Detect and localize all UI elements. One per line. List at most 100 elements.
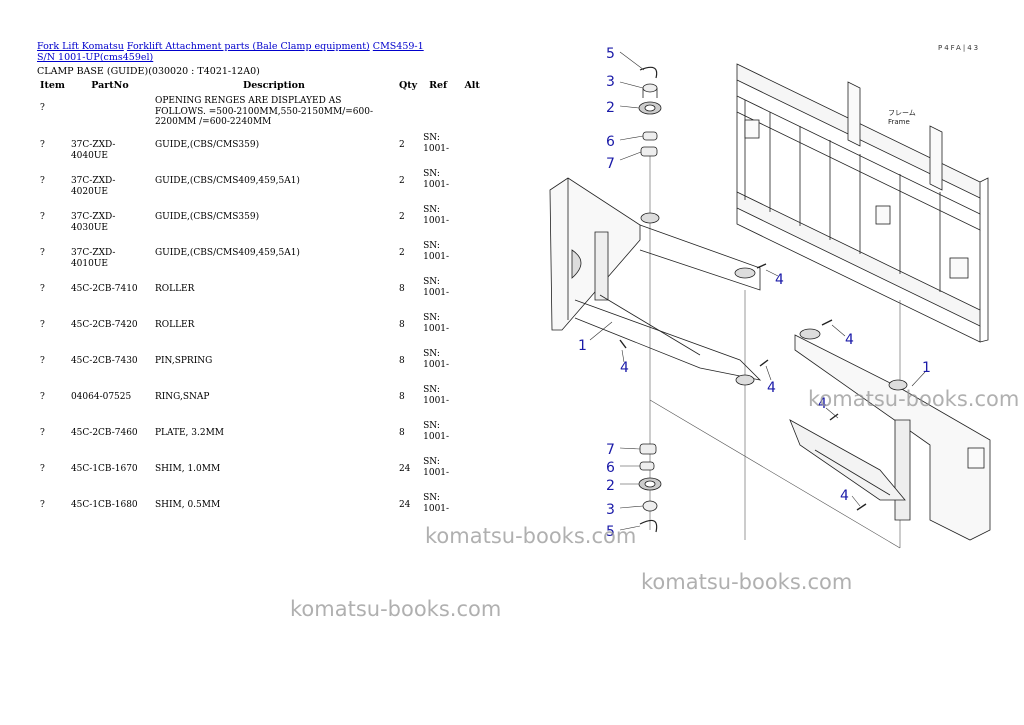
cell-partno	[68, 93, 152, 130]
table-row: ? 45C-1CB-1670 SHIM, 1.0MM 24 SN: 1001-	[37, 454, 488, 490]
frame-assembly	[736, 63, 989, 343]
cell-description: GUIDE,(CBS/CMS359)	[154, 140, 260, 150]
breadcrumb-link-attachment[interactable]: Forklift Attachment parts (Bale Clamp eq…	[126, 41, 370, 52]
cell-qty: 2	[398, 212, 405, 222]
cell-ref: SN: 1001-	[423, 205, 450, 226]
table-row: ? 45C-2CB-7420 ROLLER 8 SN: 1001-	[37, 310, 488, 346]
cell-partno: 37C-ZXD-4010UE	[70, 248, 116, 269]
table-row: ? 45C-2CB-7430 PIN,SPRING 8 SN: 1001-	[37, 346, 488, 382]
cell-qty: 2	[398, 248, 405, 258]
cell-qty: 8	[398, 356, 405, 366]
cell-partno: 45C-2CB-7410	[70, 284, 138, 294]
cell-qty: 2	[398, 140, 405, 150]
table-row: ? 37C-ZXD-4020UE GUIDE,(CBS/CMS409,459,5…	[37, 166, 488, 202]
col-header-alt: Alt	[464, 80, 480, 91]
callout-5-top: 5	[606, 46, 615, 62]
exploded-parts-diagram: P4FA|43 フレーム Frame	[549, 44, 991, 549]
cell-alt	[456, 166, 488, 202]
callout-4-b: 4	[845, 332, 854, 348]
cell-qty: 8	[398, 284, 405, 294]
cell-qty: 24	[398, 500, 411, 510]
cell-partno: 45C-2CB-7460	[70, 428, 138, 438]
cell-description: GUIDE,(CBS/CMS359)	[154, 212, 260, 222]
breadcrumb-link-forklift[interactable]: Fork Lift Komatsu	[37, 41, 124, 52]
cell-description: ROLLER	[154, 284, 195, 294]
cell-item: ?	[40, 176, 45, 186]
watermark: komatsu-books.com	[808, 387, 1020, 411]
callout-4-c: 4	[620, 360, 629, 376]
table-header-row: Item PartNo Description Qty Ref Alt	[37, 78, 488, 93]
callout-4-f: 4	[840, 488, 849, 504]
cell-description: GUIDE,(CBS/CMS409,459,5A1)	[154, 248, 300, 258]
cell-alt	[456, 418, 488, 454]
cell-partno: 04064-07525	[70, 392, 132, 402]
cell-partno: 45C-2CB-7430	[70, 356, 138, 366]
callout-7-top: 7	[606, 156, 615, 172]
cell-partno: 37C-ZXD-4030UE	[70, 212, 116, 233]
cell-item: ?	[40, 248, 45, 258]
spring-pins	[619, 263, 867, 511]
cell-description: ROLLER	[154, 320, 195, 330]
callout-4-a: 4	[775, 272, 784, 288]
cell-ref: SN: 1001-	[423, 313, 450, 334]
col-header-item: Item	[40, 80, 65, 91]
table-row: ? 37C-ZXD-4030UE GUIDE,(CBS/CMS359) 2 SN…	[37, 202, 488, 238]
cell-ref: SN: 1001-	[423, 241, 450, 262]
cell-item: ?	[40, 212, 45, 222]
cell-ref: SN: 1001-	[423, 277, 450, 298]
cell-item: ?	[40, 500, 45, 510]
cell-ref	[420, 93, 456, 130]
diagram-code: P4FA|43	[938, 44, 980, 52]
cell-partno: 45C-1CB-1670	[70, 464, 138, 474]
right-clamp-arm	[789, 328, 991, 541]
cell-ref: SN: 1001-	[423, 385, 450, 406]
cell-description: OPENING RENGES ARE DISPLAYED AS FOLLOWS.…	[154, 96, 374, 127]
cell-qty: 2	[398, 176, 405, 186]
col-header-ref: Ref	[429, 80, 448, 91]
watermark: komatsu-books.com	[425, 524, 637, 548]
cell-ref: SN: 1001-	[423, 133, 450, 154]
cell-alt	[456, 382, 488, 418]
cell-ref: SN: 1001-	[423, 169, 450, 190]
breadcrumb-link-model[interactable]: CMS459-1 S/N 1001-UP(cms459el)	[37, 41, 424, 63]
callout-3-bottom: 3	[606, 502, 615, 518]
cell-item: ?	[40, 320, 45, 330]
watermark: komatsu-books.com	[290, 597, 502, 621]
cell-alt	[456, 130, 488, 166]
table-row: ? 45C-2CB-7410 ROLLER 8 SN: 1001-	[37, 274, 488, 310]
cell-partno: 45C-2CB-7420	[70, 320, 138, 330]
watermark: komatsu-books.com	[641, 570, 853, 594]
cell-description: GUIDE,(CBS/CMS409,459,5A1)	[154, 176, 300, 186]
breadcrumb: Fork Lift Komatsu Forklift Attachment pa…	[37, 41, 437, 63]
cell-item: ?	[40, 103, 45, 113]
callout-7-bottom: 7	[606, 442, 615, 458]
callout-6-bottom: 6	[606, 460, 615, 476]
cell-description: PIN,SPRING	[154, 356, 213, 366]
col-header-description: Description	[242, 80, 305, 91]
cell-ref: SN: 1001-	[423, 349, 450, 370]
cell-item: ?	[40, 356, 45, 366]
frame-label-jp: フレーム	[888, 109, 916, 117]
cell-alt	[456, 202, 488, 238]
cell-qty: 8	[398, 392, 405, 402]
table-row: ? 45C-1CB-1680 SHIM, 0.5MM 24 SN: 1001-	[37, 490, 488, 526]
cell-ref: SN: 1001-	[423, 421, 450, 442]
table-row: ? 37C-ZXD-4040UE GUIDE,(CBS/CMS359) 2 SN…	[37, 130, 488, 166]
callout-3-top: 3	[606, 74, 615, 90]
cell-item: ?	[40, 392, 45, 402]
cell-partno: 37C-ZXD-4020UE	[70, 176, 116, 197]
cell-ref: SN: 1001-	[423, 457, 450, 478]
cell-qty: 8	[398, 320, 405, 330]
page-subtitle: CLAMP BASE (GUIDE)(030020 : T4021-12A0)	[37, 66, 260, 77]
cell-partno: 37C-ZXD-4040UE	[70, 140, 116, 161]
cell-alt	[456, 490, 488, 526]
cell-qty: 24	[398, 464, 411, 474]
callout-2-bottom: 2	[606, 478, 615, 494]
col-header-partno: PartNo	[91, 80, 129, 91]
cell-item: ?	[40, 464, 45, 474]
cell-description: RING,SNAP	[154, 392, 210, 402]
cell-alt	[456, 93, 488, 130]
left-clamp-arm	[549, 177, 762, 386]
cell-item: ?	[40, 428, 45, 438]
cell-description: SHIM, 1.0MM	[154, 464, 221, 474]
